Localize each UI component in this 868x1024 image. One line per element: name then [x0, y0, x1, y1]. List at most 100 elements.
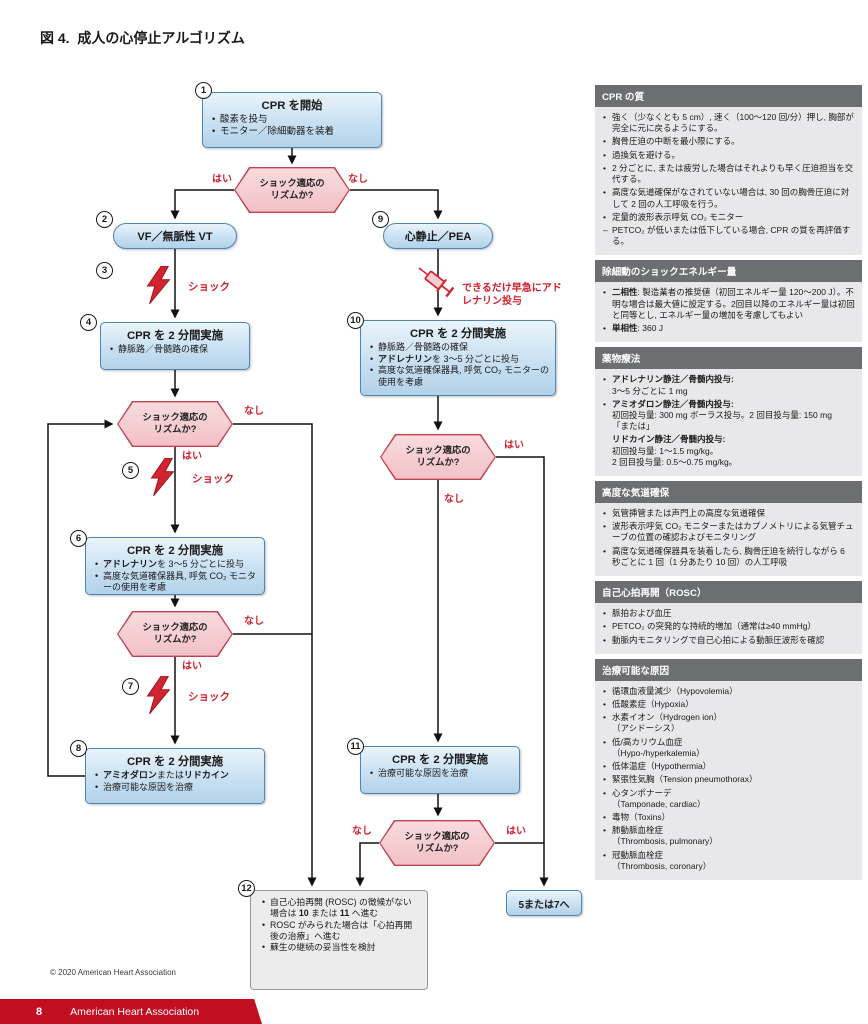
- yes-label-5: はい: [506, 826, 526, 837]
- section-items: アドレナリン静注／骨髄内投与: 3〜5 分ごとに 1 mgアミオダロン静注／骨髄…: [595, 369, 862, 477]
- rhythm-check-5-label: ショック適応の リズムか?: [380, 821, 494, 865]
- no-label-3: なし: [244, 616, 264, 627]
- list-item: 二相性: 製造業者の推奨値（初回エネルギー量 120〜200 J）。不明な場合は…: [602, 287, 855, 321]
- section-items: 二相性: 製造業者の推奨値（初回エネルギー量 120〜200 J）。不明な場合は…: [595, 282, 862, 343]
- rhythm-check-3-label: ショック適応の リズムか?: [118, 612, 232, 656]
- list-item: アドレナリンを 3〜5 分ごとに投与: [370, 354, 552, 366]
- list-item: 低体温症（Hypothermia）: [602, 761, 855, 772]
- step2-number: 2: [96, 211, 113, 228]
- syringe-icon: [418, 267, 455, 298]
- list-item: 脈拍および血圧: [602, 608, 855, 619]
- yes-label-3: はい: [182, 661, 202, 672]
- step4-number: 4: [80, 314, 97, 331]
- list-item: アドレナリンを 3〜5 分ごとに投与: [95, 559, 261, 571]
- step6-bullets: アドレナリンを 3〜5 分ごとに投与高度な気道確保器具, 呼気 CO₂ モニター…: [86, 559, 264, 596]
- step4-bullets: 静脈路／骨髄路の確保: [101, 344, 249, 358]
- reference-sidebar: CPR の質 強く（少なくとも 5 cm）, 速く（100〜120 回/分）押し…: [595, 85, 862, 885]
- list-item: 高度な気道確保がなされていない場合は, 30 回の胸骨圧迫に対して 2 回の人工…: [602, 187, 855, 209]
- step2-box: VF／無脈性 VT: [113, 223, 237, 249]
- footer-org-name: American Heart Association: [70, 1005, 200, 1018]
- list-item: 低/高カリウム血症 （Hypo-/hyperkalemia）: [602, 737, 855, 759]
- step9-box: 心静止／PEA: [383, 223, 493, 249]
- list-item: 胸骨圧迫の中断を最小限にする。: [602, 136, 855, 147]
- no-label-5: なし: [352, 826, 372, 837]
- section-header: 自己心拍再開（ROSC）: [595, 581, 862, 604]
- sidebar-section-cpr-quality: CPR の質 強く（少なくとも 5 cm）, 速く（100〜120 回/分）押し…: [595, 85, 862, 256]
- step8-title: CPR を 2 分間実施: [126, 756, 224, 768]
- step1-bullets: 酸素を投与モニター／除細動器を装着: [203, 114, 381, 140]
- rhythm-check-1-label: ショック適応の リズムか?: [235, 168, 349, 212]
- section-header: 治療可能な原因: [595, 658, 862, 681]
- step12-number: 12: [238, 880, 255, 897]
- yes-label-1: はい: [212, 174, 232, 185]
- step7-number: 7: [122, 678, 139, 695]
- list-item: 強く（少なくとも 5 cm）, 速く（100〜120 回/分）押し, 胸部が完全…: [602, 112, 855, 134]
- list-item: 毒物（Toxins）: [602, 812, 855, 823]
- step6-number: 6: [70, 530, 87, 547]
- rhythm-check-4-label: ショック適応の リズムか?: [381, 435, 495, 479]
- list-item: 循環血液量減少（Hypovolemia）: [602, 686, 855, 697]
- section-items: 脈拍および血圧 PETCO₂ の突発的な持続的増加（通常は≥40 mmHg） 動脈内…: [595, 603, 862, 654]
- shock-bolt-icon: [150, 458, 175, 496]
- section-header: 薬物療法: [595, 347, 862, 370]
- step12-box: 自己心拍再開 (ROSC) の徴候がない場合は 10 または 11 へ進むROS…: [250, 890, 428, 990]
- rhythm-check-2: ショック適応の リズムか?: [117, 401, 233, 447]
- step9-number: 9: [372, 211, 389, 228]
- sidebar-section-advanced-airway: 高度な気道確保 気管挿管または声門上の高度な気道確保波形表示呼気 CO₂ モニタ…: [595, 481, 862, 577]
- list-item: PETCO₂ の突発的な持続的増加（通常は≥40 mmHg）: [602, 621, 855, 632]
- list-item: ROSC がみられた場合は「心拍再開後の治療」へ進む: [262, 920, 420, 943]
- list-item: 蘇生の継続の妥当性を検討: [262, 942, 420, 954]
- sidebar-section-rosc: 自己心拍再開（ROSC） 脈拍および血圧 PETCO₂ の突発的な持続的増加（通常…: [595, 581, 862, 654]
- list-item: 静脈路／骨髄路の確保: [110, 344, 246, 356]
- step5-number: 5: [122, 462, 139, 479]
- list-item: 気管挿管または声門上の高度な気道確保: [602, 508, 855, 519]
- goto-5-or-7-box: 5または7へ: [506, 890, 582, 916]
- section-items: 強く（少なくとも 5 cm）, 速く（100〜120 回/分）押し, 胸部が完全…: [595, 107, 862, 256]
- shock-bolt-icon: [146, 266, 171, 304]
- list-item: 動脈内モニタリングで自己心拍による動脈圧波形を確認: [602, 635, 855, 646]
- step11-number: 11: [347, 738, 364, 755]
- list-item: 冠動脈血栓症 （Thrombosis, coronary）: [602, 850, 855, 872]
- list-item: 高度な気道確保器具, 呼気 CO₂ モニターの使用を考慮: [95, 571, 261, 594]
- list-item: リドカイン静注／骨髄内投与: 初回投与量: 1〜1.5 mg/kg。 2 回目投…: [612, 434, 738, 467]
- list-item: 治療可能な原因を治療: [370, 768, 516, 780]
- rhythm-check-5: ショック適応の リズムか?: [379, 820, 495, 866]
- section-header: 除細動のショックエネルギー量: [595, 260, 862, 283]
- list-item: 高度な気道確保器具, 呼気 CO₂ モニターの使用を考慮: [370, 365, 552, 388]
- step6-box: CPR を 2 分間実施 アドレナリンを 3〜5 分ごとに投与高度な気道確保器具…: [85, 537, 265, 595]
- step4-box: CPR を 2 分間実施 静脈路／骨髄路の確保: [100, 322, 250, 370]
- list-item: アミオダロン静注／骨髄内投与: 初回投与量: 300 mg ボーラス投与。2 回…: [602, 399, 855, 433]
- list-item: 2 分ごとに, または疲労した場合はそれよりも早く圧迫担当を交代する。: [602, 163, 855, 185]
- sidebar-section-reversible-causes: 治療可能な原因 循環血液量減少（Hypovolemia） 低酸素症（Hypoxia…: [595, 658, 862, 881]
- step10-number: 10: [347, 312, 364, 329]
- list-item: 自己心拍再開 (ROSC) の徴候がない場合は 10 または 11 へ進む: [262, 897, 420, 920]
- no-label-1: なし: [348, 174, 368, 185]
- list-item: 過換気を避ける。: [602, 150, 855, 161]
- rhythm-check-3: ショック適応の リズムか?: [117, 611, 233, 657]
- step8-number: 8: [70, 740, 87, 757]
- no-label-2: なし: [244, 406, 264, 417]
- list-item: 低酸素症（Hypoxia）: [602, 699, 855, 710]
- copyright-text: © 2020 American Heart Association: [50, 968, 176, 977]
- step11-bullets: 治療可能な原因を治療: [361, 768, 519, 782]
- list-item: 水素イオン（Hydrogen ion） （アシドーシス）: [602, 712, 855, 734]
- no-label-4: なし: [444, 494, 464, 505]
- rhythm-check-4: ショック適応の リズムか?: [380, 434, 496, 480]
- step1-title: CPR を開始: [261, 100, 323, 112]
- list-item: PETCO₂ が低いまたは低下している場合, CPR の質を再評価する。: [602, 225, 855, 247]
- list-item: 治療可能な原因を治療: [95, 782, 261, 794]
- list-item: 高度な気道確保器具を装着したら, 胸骨圧迫を続行しながら 6 秒ごとに 1 回（…: [602, 546, 855, 568]
- list-item: 酸素を投与: [212, 114, 378, 126]
- step10-title: CPR を 2 分間実施: [409, 328, 507, 340]
- section-header: CPR の質: [595, 85, 862, 107]
- step11-title: CPR を 2 分間実施: [391, 754, 489, 766]
- step10-bullets: 静脈路／骨髄路の確保アドレナリンを 3〜5 分ごとに投与高度な気道確保器具, 呼…: [361, 342, 555, 390]
- list-item: 静脈路／骨髄路の確保: [370, 342, 552, 354]
- shock-bolt-icon: [146, 676, 171, 714]
- step4-title: CPR を 2 分間実施: [126, 330, 224, 342]
- yes-label-2: はい: [182, 451, 202, 462]
- section-header: 高度な気道確保: [595, 481, 862, 504]
- step6-title: CPR を 2 分間実施: [126, 545, 224, 557]
- list-item: 緊張性気胸（Tension pneumothorax）: [602, 774, 855, 785]
